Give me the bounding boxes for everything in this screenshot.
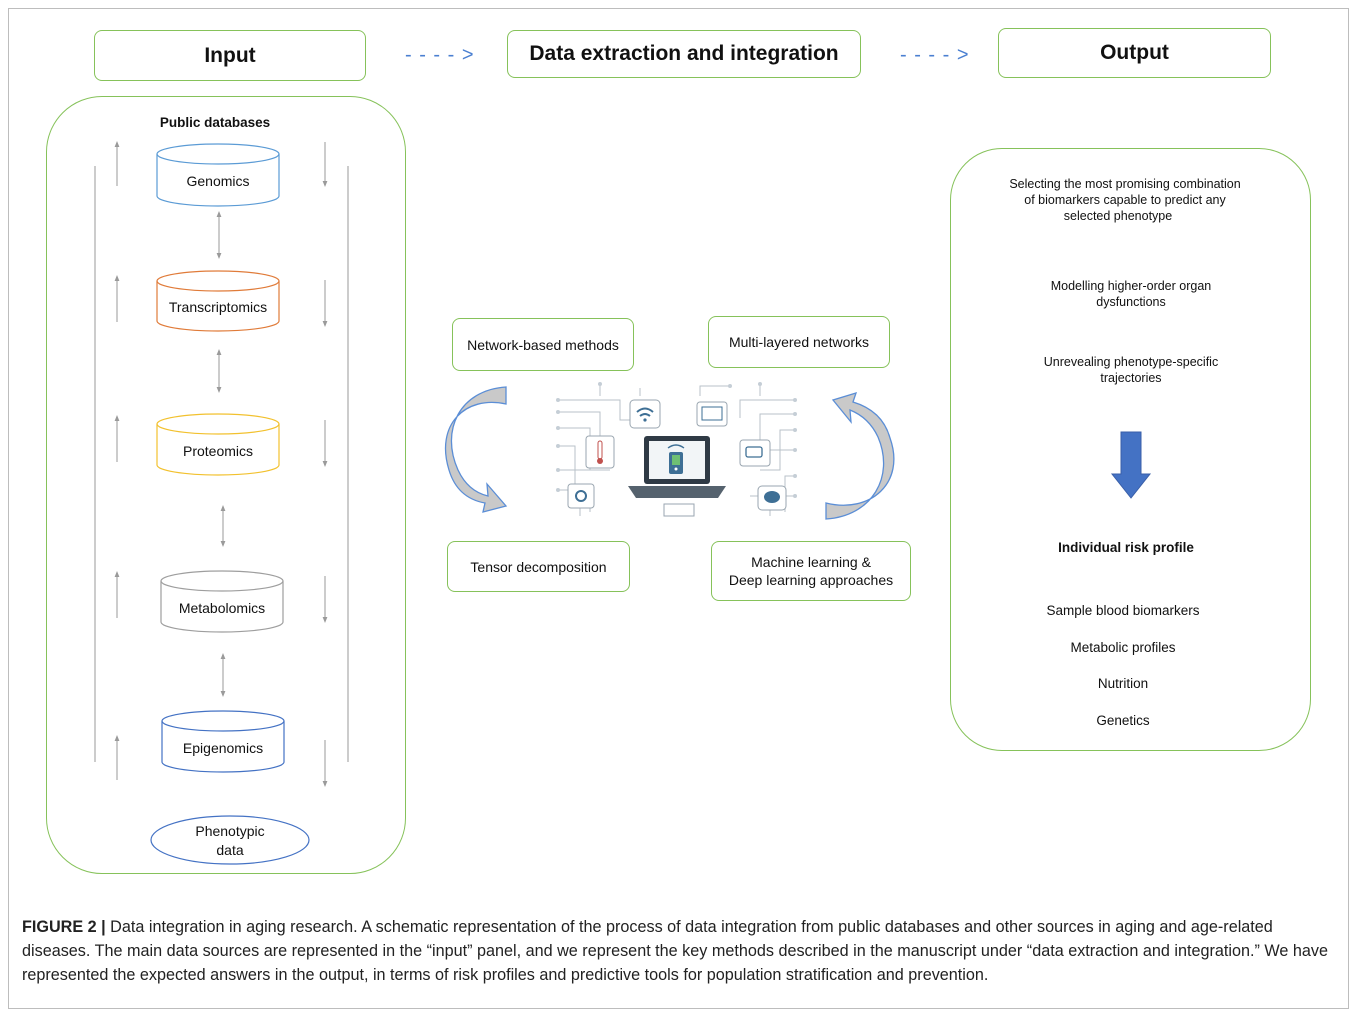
output-item-3-line1: Unrevealing phenotype-specific xyxy=(1043,355,1219,369)
chat-icon xyxy=(745,446,763,458)
caption-text: Data integration in aging research. A sc… xyxy=(22,918,1328,984)
figure-frame xyxy=(8,8,1349,1009)
multilayer-networks-label: Multi-layered networks xyxy=(728,334,870,350)
ml-label-line1: Machine learning & xyxy=(751,554,871,570)
output-item-3-line2: trajectories xyxy=(1100,371,1162,385)
transcriptomics-label: Transcriptomics xyxy=(168,299,268,315)
network-methods-label: Network-based methods xyxy=(467,336,619,353)
phenotypic-ellipse xyxy=(150,815,310,865)
risk-profile-title: Individual risk profile xyxy=(1058,540,1194,555)
tensor-decomposition-box: Tensor decomposition xyxy=(447,541,630,592)
risk-item-nutrition: Nutrition xyxy=(1097,676,1149,691)
output-item-2-line1: Modelling higher-order organ xyxy=(1050,279,1212,293)
figure-label: FIGURE 2 | xyxy=(22,918,106,936)
left-curved-arrow xyxy=(444,386,508,513)
metabolomics-label: Metabolomics xyxy=(178,600,266,616)
wifi-icon xyxy=(636,407,654,417)
input-panel xyxy=(46,96,406,874)
ml-label-line2: Deep learning approaches xyxy=(728,572,894,588)
dashed-arrow-1: - - - - > xyxy=(405,44,475,66)
output-header: Output xyxy=(998,28,1271,78)
output-header-label: Output xyxy=(1100,41,1169,64)
output-item-1-line3: selected phenotype xyxy=(1063,209,1173,223)
dashed-arrow-2: - - - - > xyxy=(900,44,970,66)
input-header: Input xyxy=(94,30,366,81)
message-icon xyxy=(764,491,780,503)
output-item-2-line2: dysfunctions xyxy=(1096,295,1166,309)
epigenomics-cylinder xyxy=(161,710,285,773)
phenotypic-label-2: data xyxy=(216,842,244,858)
genomics-label: Genomics xyxy=(186,173,250,189)
output-panel xyxy=(950,148,1311,751)
network-methods-box: Network-based methods xyxy=(452,318,634,371)
figure-caption: FIGURE 2 | Data integration in aging res… xyxy=(22,915,1332,987)
phenotypic-label-1: Phenotypic xyxy=(195,823,265,839)
multilayer-networks-box: Multi-layered networks xyxy=(708,316,890,368)
metabolomics-cylinder xyxy=(160,570,284,633)
epigenomics-label: Epigenomics xyxy=(182,740,264,756)
middle-header-label: Data extraction and integration xyxy=(529,42,839,65)
input-header-label: Input xyxy=(204,43,256,67)
middle-header: Data extraction and integration xyxy=(507,30,861,78)
ml-dl-box: Machine learning & Deep learning approac… xyxy=(711,541,911,601)
laptop-base xyxy=(628,486,726,498)
proteomics-cylinder xyxy=(156,413,280,476)
output-item-1-line1: Selecting the most promising combination xyxy=(1009,177,1241,191)
proteomics-label: Proteomics xyxy=(182,443,254,459)
risk-item-genetics: Genetics xyxy=(1096,713,1150,728)
tensor-decomposition-label: Tensor decomposition xyxy=(470,558,607,575)
risk-item-blood: Sample blood biomarkers xyxy=(1046,603,1200,618)
right-curved-arrow xyxy=(825,392,895,520)
news-icon xyxy=(701,406,723,421)
public-databases-title: Public databases xyxy=(159,115,271,130)
risk-item-metabolic: Metabolic profiles xyxy=(1070,640,1176,655)
output-item-1-line2: of biomarkers capable to predict any xyxy=(1024,193,1226,207)
transcriptomics-cylinder xyxy=(156,270,280,332)
gear-icon xyxy=(575,490,587,502)
genomics-cylinder xyxy=(156,143,280,207)
